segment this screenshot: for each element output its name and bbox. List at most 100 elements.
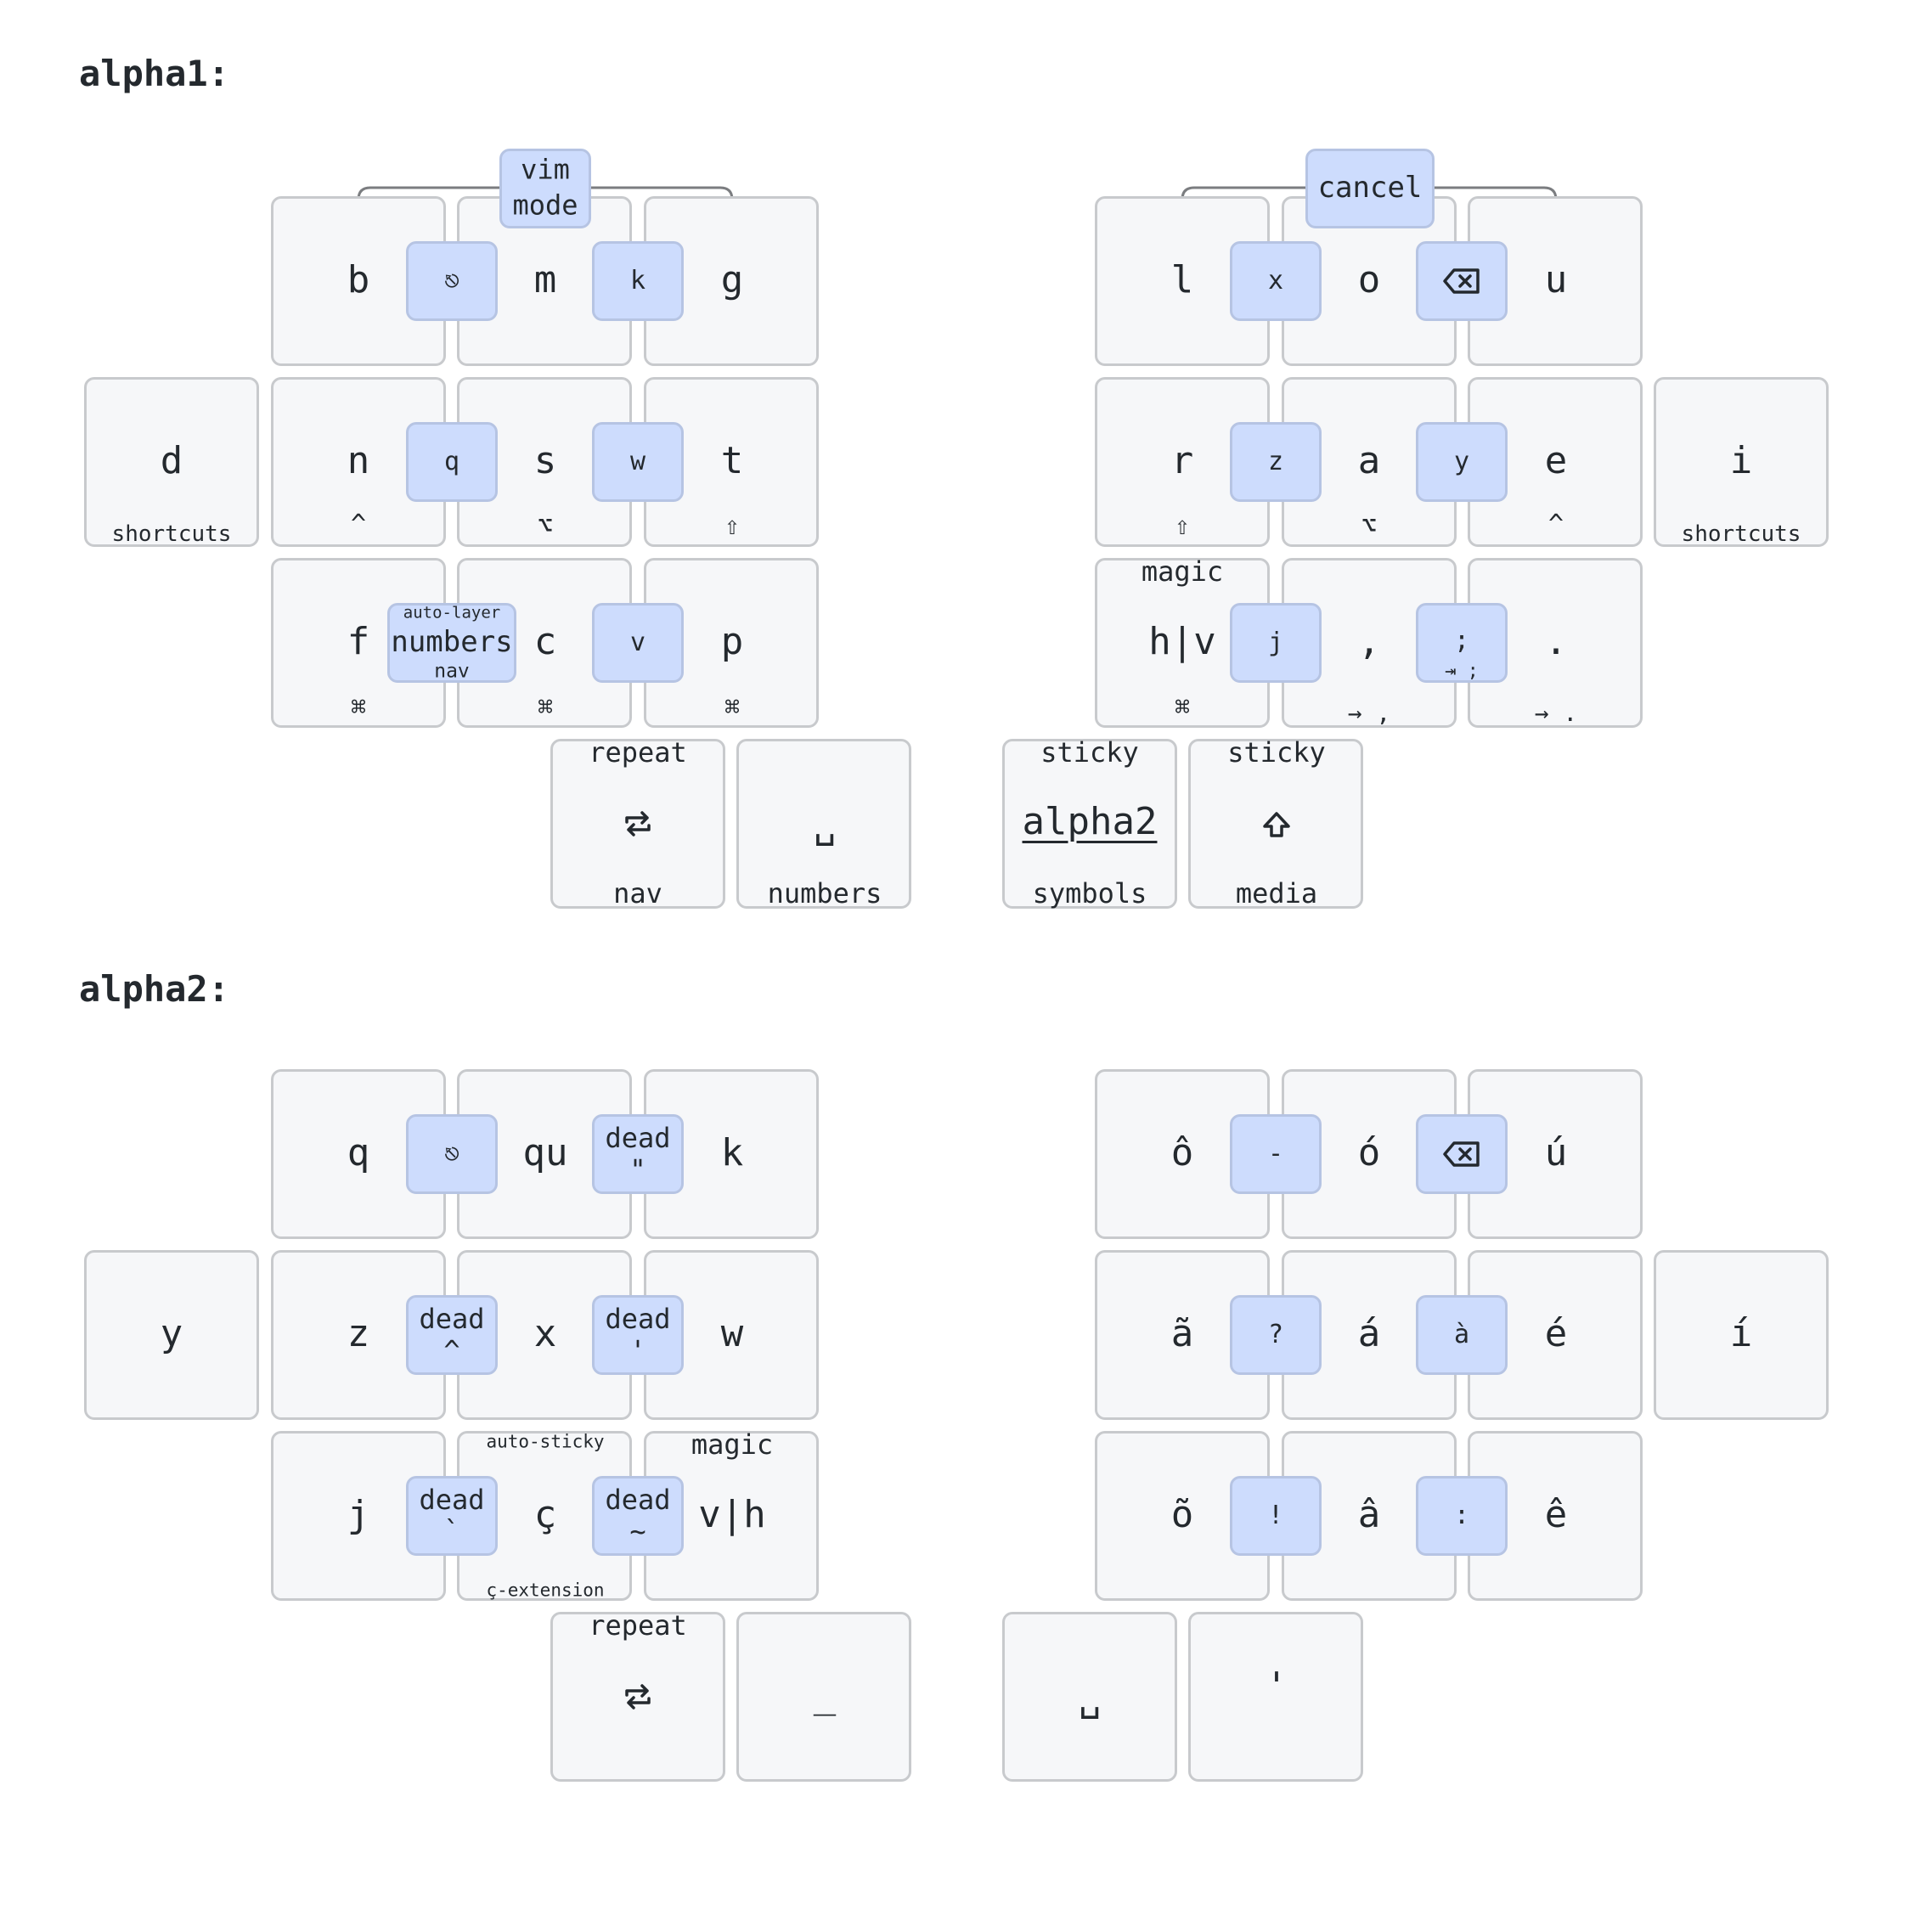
combo-label: v	[629, 628, 646, 657]
key-label: a	[1357, 439, 1381, 482]
key-alpha2[interactable]	[1002, 739, 1177, 909]
key-label: d	[160, 439, 183, 482]
key-label: ó	[1357, 1131, 1381, 1174]
combo-dead-circumflex[interactable]	[406, 1295, 498, 1375]
key-d[interactable]	[84, 377, 259, 547]
key-label: h|v	[1148, 620, 1216, 663]
key-label: r	[1170, 439, 1194, 482]
key-label: '	[1265, 1664, 1288, 1708]
key-label: t	[720, 439, 744, 482]
combo-label: x	[1267, 266, 1284, 296]
tap-label: sticky	[1040, 736, 1139, 769]
combo-dead-apostrophe[interactable]	[592, 1295, 684, 1375]
combo-dead-grave[interactable]	[406, 1476, 498, 1556]
shift-icon	[1263, 812, 1290, 837]
key-label: m	[533, 258, 557, 301]
repeat-icon	[625, 811, 651, 836]
hold-label: ^	[350, 510, 367, 539]
combo-v[interactable]	[592, 603, 684, 683]
key-label: é	[1544, 1312, 1568, 1355]
combo-dead-tilde[interactable]	[592, 1476, 684, 1556]
combo-escape[interactable]	[406, 1114, 498, 1194]
key-label: f	[347, 620, 370, 663]
combo-label: w	[629, 447, 646, 476]
key-repeat[interactable]	[550, 739, 725, 909]
combo-a-grave[interactable]	[1416, 1295, 1508, 1375]
combo-w[interactable]	[592, 422, 684, 502]
combo-escape[interactable]	[406, 241, 498, 321]
combo-label: à	[1453, 1320, 1470, 1349]
shift-icon: ⇧	[1174, 511, 1191, 541]
key-label: ␣	[1078, 1676, 1102, 1720]
combo-z[interactable]	[1230, 422, 1322, 502]
key-label: ú	[1544, 1131, 1568, 1174]
hold-label: shortcuts	[1681, 521, 1801, 547]
repeat-icon	[625, 1684, 651, 1710]
key-i-acute[interactable]	[1654, 1250, 1829, 1420]
combo-label: vim mode	[512, 153, 578, 221]
combo-label: numbers	[391, 625, 513, 659]
cmd-icon: ⌘	[1174, 693, 1191, 723]
combo-k[interactable]	[592, 241, 684, 321]
cmd-icon: ⌘	[724, 693, 741, 723]
combo-vim-mode[interactable]	[499, 149, 591, 228]
combo-cancel[interactable]	[1305, 149, 1435, 228]
backspace-icon	[1443, 1141, 1480, 1167]
combo-label: dead ^	[419, 1303, 485, 1366]
key-label: n	[347, 439, 370, 482]
key-label: k	[720, 1131, 744, 1174]
key-i[interactable]	[1654, 377, 1829, 547]
escape-icon: ⎋	[443, 266, 460, 296]
combo-label: k	[629, 266, 646, 296]
key-label: â	[1357, 1493, 1381, 1536]
key-label: í	[1729, 1312, 1753, 1355]
key-label: u	[1544, 258, 1568, 301]
key-repeat[interactable]	[550, 1612, 725, 1782]
combo-backspace[interactable]	[1416, 1114, 1508, 1194]
key-underscore[interactable]	[736, 1612, 911, 1782]
key-y[interactable]	[84, 1250, 259, 1420]
key-label: ç	[533, 1493, 557, 1536]
hold-label: shortcuts	[111, 521, 232, 547]
combo-x[interactable]	[1230, 241, 1322, 321]
combo-label: dead `	[419, 1484, 485, 1547]
key-label: ,	[1357, 620, 1381, 663]
key-label: g	[720, 258, 744, 301]
hold-label: ⌥	[537, 511, 554, 541]
key-apostrophe[interactable]	[1188, 1612, 1363, 1782]
backspace-icon	[1443, 268, 1480, 294]
key-label: .	[1544, 620, 1568, 663]
key-label: s	[533, 439, 557, 482]
combo-bottom-label: ⇥ ;	[1445, 661, 1479, 682]
combo-question[interactable]	[1230, 1295, 1322, 1375]
key-label: v|h	[698, 1493, 766, 1536]
key-space[interactable]	[736, 739, 911, 909]
combo-q[interactable]	[406, 422, 498, 502]
key-label: á	[1357, 1312, 1381, 1355]
tap-label: sticky	[1227, 736, 1326, 769]
layer-title-alpha2: alpha2:	[79, 968, 230, 1010]
combo-label: dead ~	[605, 1484, 671, 1547]
key-label: o	[1357, 258, 1381, 301]
combo-label: cancel	[1317, 171, 1423, 205]
combo-backspace[interactable]	[1416, 241, 1508, 321]
combo-exclamation[interactable]	[1230, 1476, 1322, 1556]
key-label: alpha2	[1022, 800, 1158, 843]
cmd-icon: ⌘	[537, 693, 554, 723]
key-space[interactable]	[1002, 1612, 1177, 1782]
combo-colon[interactable]	[1416, 1476, 1508, 1556]
key-label: _	[813, 1673, 837, 1716]
cmd-icon: ⌘	[350, 693, 367, 723]
combo-y[interactable]	[1416, 422, 1508, 502]
combo-numbers[interactable]	[387, 603, 516, 683]
combo-semicolon[interactable]	[1416, 603, 1508, 683]
tap-label: auto-sticky	[486, 1431, 605, 1452]
key-label: l	[1170, 258, 1194, 301]
combo-j[interactable]	[1230, 603, 1322, 683]
tap-label: magic	[691, 1428, 774, 1461]
combo-bottom-label: nav	[434, 660, 470, 683]
key-shift[interactable]	[1188, 739, 1363, 909]
combo-label: z	[1267, 447, 1284, 476]
combo-dead-quote[interactable]	[592, 1114, 684, 1194]
combo-minus[interactable]	[1230, 1114, 1322, 1194]
